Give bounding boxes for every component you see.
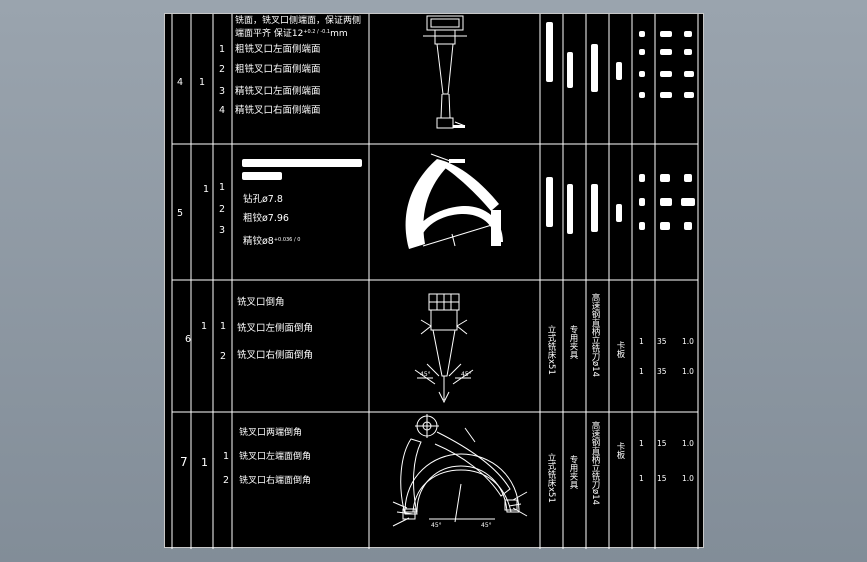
value-b: 15 [657,439,667,448]
operation-header-blur [242,159,362,167]
step-number: 4 [219,105,225,116]
value-c: 1.0 [682,367,694,376]
row-number: 6 [185,334,191,345]
step-text: 铣叉口右侧面倒角 [237,349,313,361]
step-number: 1 [220,321,226,332]
cad-drawing-viewport: 4 1 铣面，铣叉口侧端面，保证两侧 端面平齐 保证12+0.2 / -0.1m… [164,13,704,549]
step-text: 钻孔ø7.8 [243,193,283,205]
step-number: 3 [219,86,225,97]
step-number: 2 [223,475,229,486]
step-text: 铣叉口右端面倒角 [239,474,311,486]
dimension-label: 45° [461,371,472,378]
gauge-label: 卡板 [615,340,625,359]
station-number: 1 [201,456,208,469]
machine-label: 立式铣床x51 [546,324,556,374]
process-card-table: 4 1 铣面，铣叉口侧端面，保证两侧 端面平齐 保证12+0.2 / -0.1m… [171,14,699,549]
step-text: 精铣叉口左面侧端面 [235,85,321,97]
value-a: 1 [639,367,644,376]
value-b: 15 [657,474,667,483]
value-b: 35 [657,337,667,346]
station-number: 1 [199,77,205,88]
step-text: 粗铰ø7.96 [243,212,289,224]
fixture-label: 专用夹具 [568,454,578,490]
row-4: 4 1 铣面，铣叉口侧端面，保证两侧 端面平齐 保证12+0.2 / -0.1m… [177,14,694,129]
row-number: 4 [177,77,183,88]
step-text: 粗铣叉口右面侧端面 [235,63,321,75]
operation-title: 铣叉口两端倒角 [239,426,302,438]
column-blur-marks [546,174,695,234]
dimension-label: 45° [420,371,431,378]
operation-title: 铣叉口倒角 [237,296,285,308]
gauge-label: 卡板 [615,441,625,460]
dimension-label: 45° [431,522,442,529]
step-text: 铣叉口左侧面倒角 [237,322,313,334]
step-text: 粗铣叉口左面侧端面 [235,43,321,55]
row-7: 7 1 铣叉口两端倒角 1 铣叉口左端面倒角 2 铣叉口右端面倒角 45° 45… [180,414,694,529]
step-number: 3 [219,225,225,236]
shift-fork-sketch-top [423,15,467,129]
operation-header-blur [242,172,282,180]
shift-fork-sketch-side: 45° 45° [414,293,474,404]
value-a: 1 [639,474,644,483]
operation-header: 铣面，铣叉口侧端面，保证两侧 [235,14,361,26]
step-number: 2 [219,64,225,75]
shift-fork-sketch-chamfer: 45° 45° [392,414,528,529]
value-c: 1.0 [682,474,694,483]
shift-fork-sketch-arch [405,153,503,249]
step-number: 1 [219,44,225,55]
step-number: 1 [219,182,225,193]
dimension-label: 45° [481,522,492,529]
table-grid [171,14,699,549]
value-b: 35 [657,367,667,376]
value-c: 1.0 [682,439,694,448]
step-number: 1 [223,451,229,462]
tool-label: 高速钢直柄立铣刀ø14 [590,292,600,377]
step-text: 精铣叉口右面侧端面 [235,104,321,116]
operation-header-2: 端面平齐 保证12+0.2 / -0.1mm [235,27,348,39]
station-number: 1 [203,184,209,195]
step-text: 精铰ø8+0.036 / 0 [243,235,300,247]
step-number: 2 [219,204,225,215]
value-a: 1 [639,439,644,448]
value-a: 1 [639,337,644,346]
step-text: 铣叉口左端面倒角 [239,450,311,462]
tool-label: 高速钢直柄立铣刀ø14 [590,420,600,505]
row-6: 6 1 铣叉口倒角 1 铣叉口左侧面倒角 2 铣叉口右侧面倒角 45° 45° [185,292,694,404]
column-blur-marks [546,22,694,98]
row-5: 5 1 1 钻孔ø7.8 2 粗铰ø7.96 3 精铰ø8+0.036 / 0 [177,153,695,249]
row-number: 5 [177,208,183,219]
value-c: 1.0 [682,337,694,346]
station-number: 1 [201,321,207,332]
fixture-label: 专用夹具 [568,324,578,360]
row-number: 7 [180,455,188,469]
step-number: 2 [220,351,226,362]
machine-label: 立式铣床x51 [546,452,556,502]
